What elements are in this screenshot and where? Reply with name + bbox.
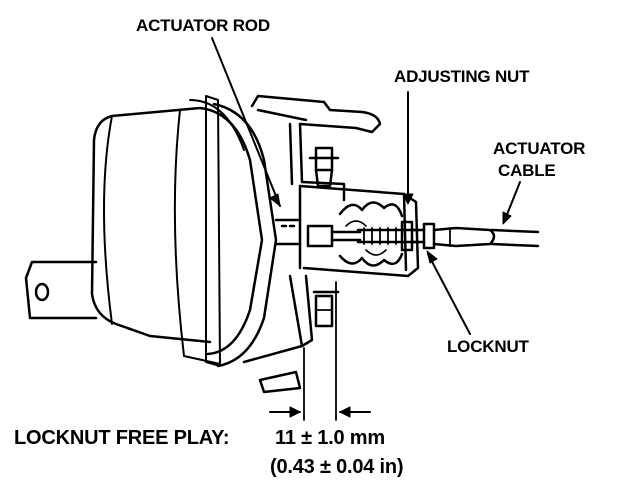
label-actuator-cable-line1: ACTUATOR	[493, 139, 586, 158]
actuator-rod	[274, 218, 362, 248]
lower-bolt	[312, 290, 340, 328]
cable-bracket	[298, 184, 420, 278]
label-adjusting-nut: ADJUSTING NUT	[394, 67, 530, 86]
upper-bracket	[250, 94, 382, 202]
mounting-tab	[24, 260, 98, 320]
locknut-shape	[422, 222, 436, 250]
actuator-cable	[432, 226, 540, 248]
lower-bracket	[242, 274, 314, 394]
label-locknut: LOCKNUT	[447, 337, 529, 356]
threaded-rod	[356, 220, 436, 252]
free-play-spec-imperial: (0.43 ± 0.04 in)	[270, 456, 404, 478]
upper-bolt	[308, 146, 340, 188]
mounting-hole	[34, 282, 50, 302]
adjusting-nut-shape	[400, 220, 414, 252]
free-play-spec-metric: 11 ± 1.0 mm	[275, 427, 385, 449]
leader-actuator-rod	[211, 37, 281, 207]
leader-locknut	[427, 253, 471, 335]
label-actuator-cable-line2: CABLE	[498, 161, 556, 180]
rubber-boot	[338, 201, 404, 267]
dimension-lines	[303, 281, 337, 421]
free-play-arrows	[269, 406, 371, 418]
actuator-housing	[90, 95, 278, 368]
label-actuator-rod: ACTUATOR ROD	[136, 16, 270, 35]
leader-lines	[211, 37, 521, 335]
free-play-spec-title: LOCKNUT FREE PLAY:	[14, 427, 230, 449]
